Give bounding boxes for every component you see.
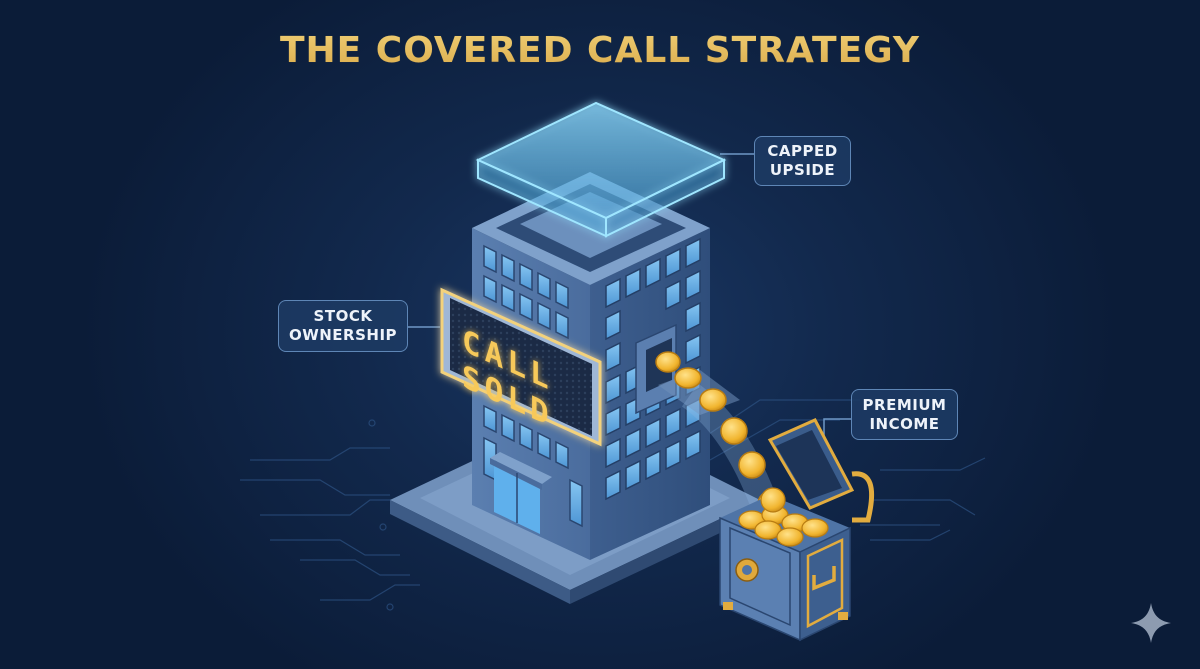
building-entrance [490,452,552,534]
page-title: THE COVERED CALL STRATEGY [0,30,1200,71]
callout-premium-income-line1: PREMIUM [862,395,947,414]
callout-stock-ownership-line2: OWNERSHIP [288,326,398,344]
glass-cap [475,101,727,238]
circuit-traces [240,399,986,611]
safe-chest [719,418,875,642]
callout-capped-upside-line1: CAPPED [767,142,838,160]
callout-capped-upside-line2: UPSIDE [769,161,836,179]
callout-premium-income-line2: INCOME [869,414,940,433]
callout-stock-ownership: STOCK OWNERSHIP [278,300,408,352]
call-sold-sign [440,287,602,447]
callout-capped-upside: CAPPED UPSIDE [754,136,851,186]
callout-premium-income: PREMIUM INCOME [851,389,958,440]
sparkle-icon [1131,603,1171,643]
callout-stock-ownership-line1: STOCK [313,307,373,325]
